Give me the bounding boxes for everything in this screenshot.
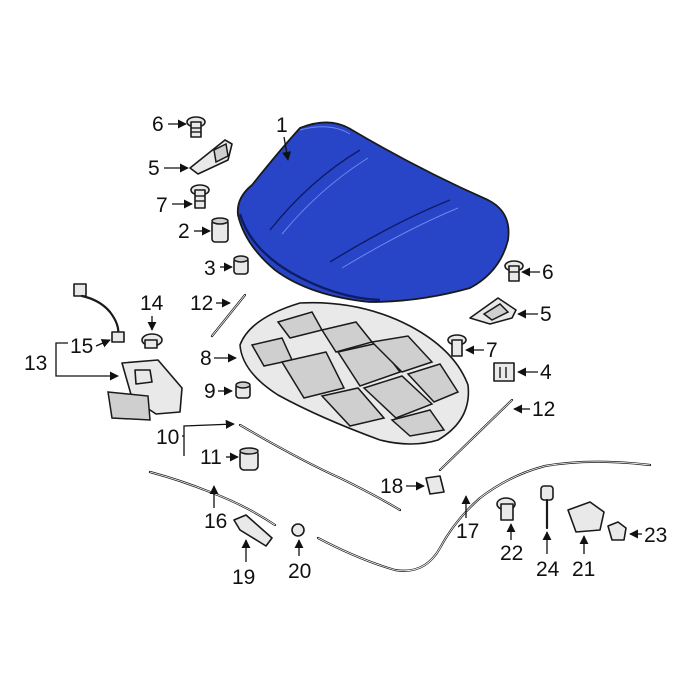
- bracket-19[interactable]: [233, 514, 273, 547]
- hood-insulator[interactable]: [239, 301, 470, 445]
- bolt-7-right[interactable]: [447, 334, 467, 357]
- svg-text:6: 6: [152, 113, 164, 136]
- callout-12-left: 12: [190, 292, 231, 315]
- callout-6-left: 6: [152, 113, 187, 136]
- svg-text:23: 23: [644, 524, 667, 547]
- callout-14: 14: [140, 292, 164, 331]
- svg-text:22: 22: [500, 542, 523, 565]
- callout-10: 10: [156, 419, 235, 456]
- latch-21[interactable]: [567, 501, 605, 533]
- svg-text:9: 9: [204, 380, 216, 403]
- callout-20: 20: [288, 539, 311, 583]
- callout-24: 24: [536, 531, 560, 581]
- callout-9: 9: [204, 380, 233, 403]
- latch-13[interactable]: [107, 359, 183, 421]
- svg-text:15: 15: [70, 335, 93, 358]
- bolt-22[interactable]: [496, 497, 516, 521]
- bolt-6-right[interactable]: [504, 260, 524, 282]
- support-rod-12-left[interactable]: [210, 293, 247, 338]
- callout-6-right: 6: [521, 261, 554, 284]
- svg-text:1: 1: [276, 114, 288, 137]
- callout-15: 15: [70, 335, 111, 358]
- svg-text:18: 18: [380, 475, 403, 498]
- callout-23: 23: [629, 524, 667, 547]
- callout-5-left: 5: [148, 157, 189, 180]
- bumper-9[interactable]: [235, 381, 251, 399]
- bracket-4[interactable]: [493, 362, 515, 382]
- clip-18[interactable]: [425, 475, 445, 495]
- callout-22: 22: [500, 523, 523, 565]
- svg-text:5: 5: [148, 157, 160, 180]
- svg-text:3: 3: [204, 257, 216, 280]
- clip-14[interactable]: [141, 333, 163, 349]
- ball-20[interactable]: [291, 523, 305, 537]
- svg-text:8: 8: [200, 347, 212, 370]
- callout-21: 21: [572, 535, 595, 581]
- callout-17: 17: [456, 495, 479, 543]
- rod-24[interactable]: [540, 485, 554, 530]
- callout-13: 13: [24, 342, 119, 381]
- svg-text:17: 17: [456, 520, 479, 543]
- callout-4: 4: [517, 361, 552, 384]
- bolt-6-left[interactable]: [186, 116, 206, 138]
- bumper-11[interactable]: [239, 447, 259, 471]
- svg-text:4: 4: [540, 361, 552, 384]
- cable-15-sensor[interactable]: [73, 283, 125, 343]
- svg-text:6: 6: [542, 261, 554, 284]
- support-rod-12-right[interactable]: [438, 398, 514, 472]
- hood-panel[interactable]: [236, 121, 510, 303]
- svg-text:14: 14: [140, 292, 164, 315]
- svg-text:19: 19: [232, 566, 255, 589]
- callout-12-right: 12: [513, 398, 555, 421]
- callout-1: 1: [276, 114, 292, 161]
- callout-11: 11: [200, 446, 239, 469]
- svg-text:12: 12: [190, 292, 213, 315]
- hinge-5-left[interactable]: [189, 139, 233, 175]
- svg-text:5: 5: [540, 303, 552, 326]
- callout-16: 16: [204, 485, 227, 533]
- svg-text:24: 24: [536, 558, 560, 581]
- svg-text:10: 10: [156, 426, 179, 449]
- svg-text:7: 7: [156, 194, 168, 217]
- callout-7-left: 7: [156, 194, 193, 217]
- nut-23[interactable]: [607, 521, 627, 541]
- svg-text:7: 7: [486, 339, 498, 362]
- svg-text:21: 21: [572, 558, 595, 581]
- bumper-3[interactable]: [233, 255, 249, 275]
- callout-8: 8: [200, 347, 237, 370]
- callout-3: 3: [204, 257, 233, 280]
- svg-text:16: 16: [204, 510, 227, 533]
- seal-10[interactable]: [238, 423, 402, 512]
- bolt-7-left[interactable]: [190, 184, 210, 209]
- callout-5-right: 5: [517, 303, 552, 326]
- svg-text:20: 20: [288, 560, 311, 583]
- release-cable-17[interactable]: [316, 460, 652, 572]
- callout-18: 18: [380, 475, 425, 498]
- bumper-2[interactable]: [211, 217, 229, 243]
- callout-19: 19: [232, 539, 255, 589]
- svg-text:11: 11: [200, 446, 222, 469]
- callout-7-right: 7: [465, 339, 498, 362]
- svg-text:13: 13: [24, 352, 47, 375]
- svg-text:12: 12: [532, 398, 555, 421]
- svg-text:2: 2: [178, 220, 190, 243]
- hinge-5-right[interactable]: [469, 297, 517, 325]
- callout-2: 2: [178, 220, 211, 243]
